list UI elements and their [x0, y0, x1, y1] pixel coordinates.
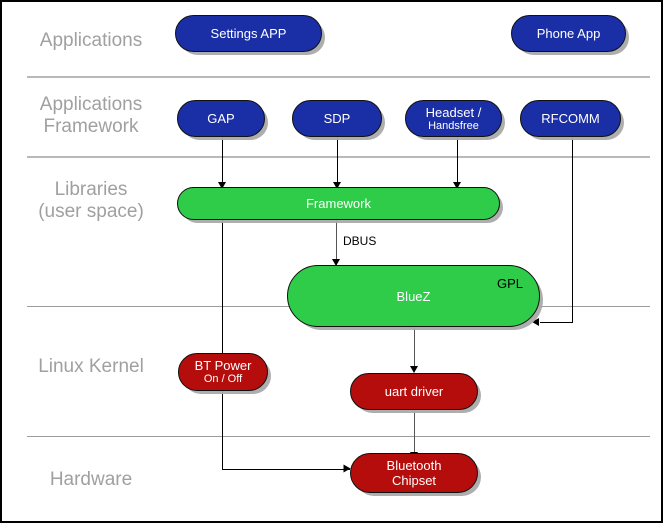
node-bluetooth-chipset[interactable]: Bluetooth Chipset [350, 453, 478, 493]
node-settings-app-label: Settings APP [210, 26, 287, 41]
node-rfcomm-label: RFCOMM [541, 111, 600, 126]
edge-framework-to-bluez [336, 219, 337, 265]
divider-applications [27, 76, 650, 78]
node-rfcomm[interactable]: RFCOMM [520, 100, 621, 137]
layer-label-hardware: Hardware [49, 469, 133, 490]
layer-label-libraries: Libraries (user space) [38, 179, 144, 222]
layer-label-applications-framework: Applications Framework [39, 94, 143, 137]
edge-rfcomm-horizontal [540, 322, 573, 323]
node-framework-label: Framework [305, 196, 371, 211]
node-headset-handsfree-label-line1: Headset / [425, 104, 482, 120]
node-bluez[interactable]: GPL BlueZ [287, 265, 540, 327]
node-uart-driver[interactable]: uart driver [350, 373, 478, 410]
edge-headset-arrowhead [453, 182, 461, 189]
layer-label-linux-kernel: Linux Kernel [38, 356, 144, 377]
node-sdp[interactable]: SDP [292, 100, 382, 137]
node-gap-label: GAP [207, 111, 235, 126]
divider-linux-kernel [27, 436, 650, 437]
edge-gap-to-framework [222, 137, 223, 189]
node-bt-power-label-line2: On / Off [203, 373, 243, 385]
edge-headset-to-framework [457, 137, 458, 189]
edge-framework-to-chipset-horizontal [222, 469, 350, 470]
node-headset-handsfree[interactable]: Headset / Handsfree [405, 100, 502, 137]
edge-dbus-arrowhead [332, 259, 340, 266]
edge-rfcomm-vertical [572, 137, 573, 323]
node-sdp-label: SDP [323, 111, 351, 126]
node-headset-handsfree-label-line2: Handsfree [428, 119, 479, 132]
edge-framework-to-chipset-vertical [222, 219, 223, 469]
node-bluez-license-tag: GPL [496, 276, 523, 291]
edge-rfcomm-arrowhead [532, 318, 539, 326]
node-bluez-label: BlueZ [396, 288, 431, 304]
node-bt-power[interactable]: BT Power On / Off [178, 353, 268, 391]
node-phone-app-label: Phone App [536, 26, 601, 41]
edge-uart-to-chipset [414, 410, 415, 458]
node-framework[interactable]: Framework [177, 187, 500, 220]
edge-gap-arrowhead [218, 182, 226, 189]
layer-label-applications: Applications [39, 30, 143, 51]
node-bt-power-label-line1: BT Power [194, 358, 252, 373]
node-bluetooth-chipset-label-line2: Chipset [391, 473, 437, 488]
edge-sdp-to-framework [337, 137, 338, 189]
edge-bluez-to-uart-arrowhead [410, 366, 418, 373]
edge-bluez-to-uart [414, 327, 415, 372]
node-gap[interactable]: GAP [177, 100, 265, 137]
node-phone-app[interactable]: Phone App [511, 15, 626, 52]
node-bluetooth-chipset-label-line1: Bluetooth [386, 458, 442, 473]
node-settings-app[interactable]: Settings APP [175, 15, 322, 52]
divider-applications-framework [27, 156, 650, 158]
edge-label-dbus: DBUS [343, 234, 377, 248]
node-uart-driver-label: uart driver [384, 384, 444, 399]
edge-sdp-arrowhead [333, 182, 341, 189]
